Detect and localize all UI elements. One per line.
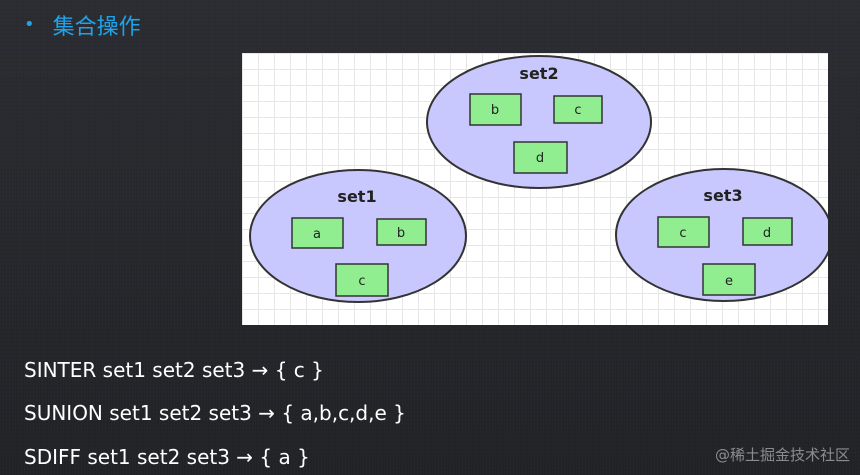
set-3-ellipse [615,168,828,302]
command-sunion: SUNION set1 set2 set3 → { a,b,c,d,e } [24,401,406,425]
bullet-icon: • [24,14,35,35]
set-1-ellipse [249,169,467,303]
set-3-element: e [702,263,756,296]
set-diagram: set2 b c d set1 a b [242,53,828,325]
heading-title: 集合操作 [52,15,141,40]
set-3-title: set3 [703,186,742,205]
set-1-element: b [376,218,427,246]
set-3-element-label: d [763,226,771,241]
set-2-element: b [469,93,522,126]
command-sdiff: SDIFF set1 set2 set3 → { a } [24,445,310,469]
command-sinter: SINTER set1 set2 set3 → { c } [24,358,324,382]
set-2-element-label: b [491,103,499,118]
set-3: set3 c d e [615,168,828,302]
set-3-element-label: e [725,274,733,289]
set-2-ellipse [426,55,652,189]
set-1-element-label: a [313,227,321,242]
set-1: set1 a b c [249,169,467,303]
set-3-element-label: c [679,226,686,241]
set-2-element: d [513,141,568,174]
set-2-element: c [553,95,603,124]
set-2-element-label: d [536,151,544,166]
set-2: set2 b c d [426,55,652,189]
set-1-element: c [335,263,389,297]
set-3-element: c [657,216,710,248]
set-diagram-canvas: set2 b c d set1 a b [249,55,828,303]
set-1-element-label: c [358,274,365,289]
set-1-element: a [291,217,344,249]
set-2-title: set2 [519,64,558,83]
watermark: @稀土掘金技术社区 [714,446,850,464]
section-heading: • 集合操作 [24,8,141,42]
set-1-title: set1 [337,187,376,206]
set-1-element-label: b [397,226,405,241]
set-2-element-label: c [574,103,581,118]
set-3-element: d [742,217,793,246]
